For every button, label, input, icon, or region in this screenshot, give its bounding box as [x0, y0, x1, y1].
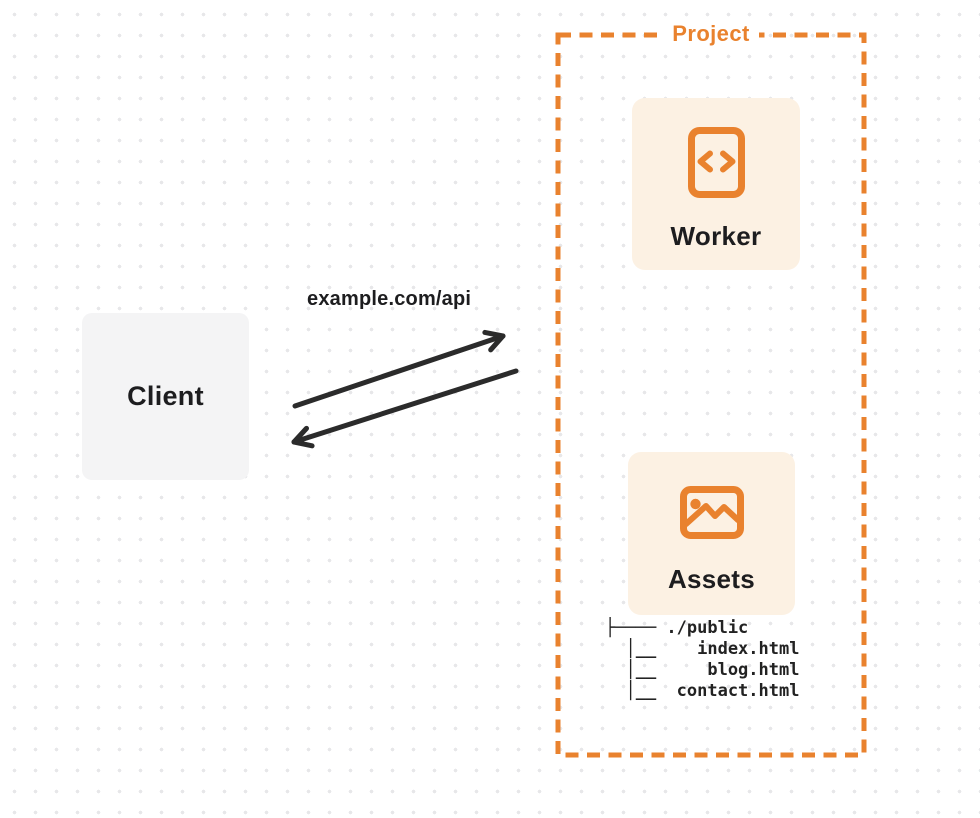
request-url-label: example.com/api [307, 288, 472, 310]
chevron-right-icon [719, 150, 735, 173]
file-tree: ├──── ./public │__ index.html │__ blog.h… [605, 618, 799, 702]
image-mountains [682, 503, 741, 527]
tree-line-blog: │__ blog.html [605, 660, 800, 680]
tree-line-index: │__ index.html [605, 639, 800, 659]
tree-line-public: ├──── ./public [605, 618, 749, 638]
chevron-left-icon [697, 150, 713, 173]
worker-label: Worker [670, 221, 762, 251]
image-sun-dot [689, 498, 701, 510]
image-icon [679, 486, 744, 539]
assets-node: Assets [628, 452, 795, 615]
worker-node: Worker [632, 98, 800, 270]
assets-label: Assets [667, 564, 756, 594]
code-file-outline [687, 127, 745, 198]
project-title-row: Project [558, 21, 864, 47]
tree-line-contact: │__ contact.html [605, 681, 800, 701]
project-label: Project [663, 21, 759, 47]
image-frame [679, 486, 744, 539]
response-arrow [291, 368, 519, 449]
code-file-icon [687, 127, 745, 198]
client-node: Client [82, 313, 249, 480]
request-arrow [292, 329, 506, 409]
client-label: Client [127, 381, 204, 411]
